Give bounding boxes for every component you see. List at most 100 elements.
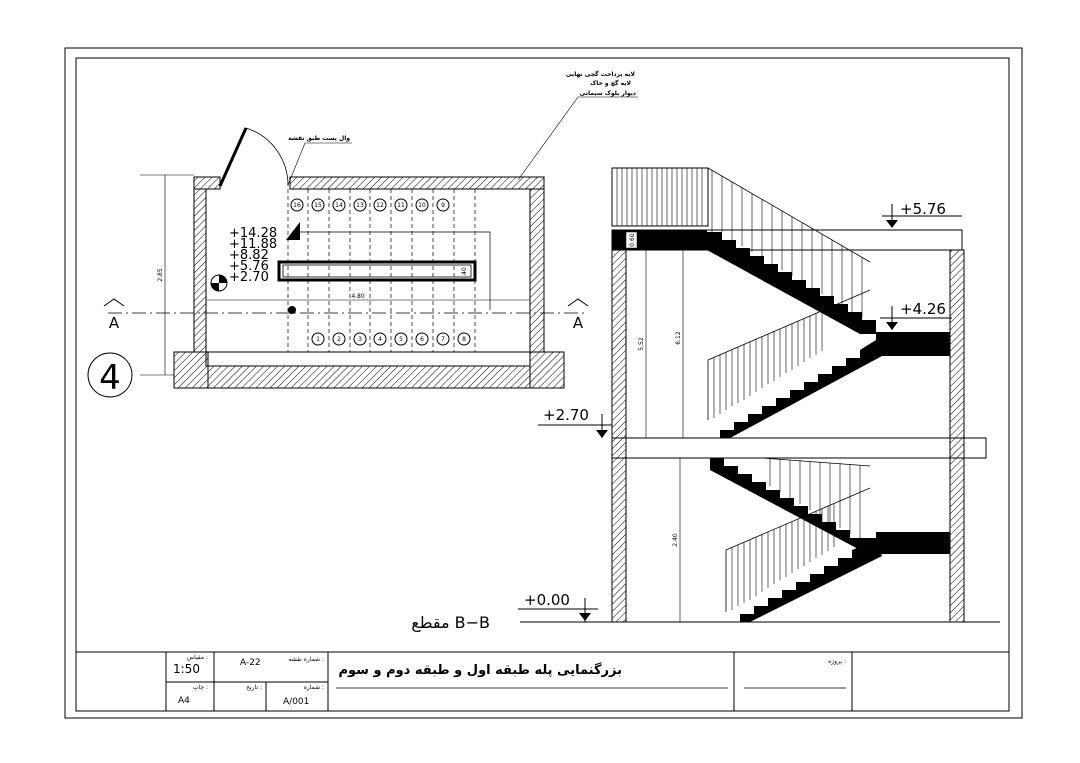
level-symbol-icon xyxy=(210,274,228,292)
inner-border xyxy=(75,57,1010,712)
section-wall-right xyxy=(949,249,965,623)
landing-beam-inner xyxy=(282,264,472,278)
landing-beam xyxy=(277,260,477,282)
top-railing-panel xyxy=(611,167,709,227)
stair-treads xyxy=(287,189,476,352)
sheet-number: A-22 xyxy=(240,658,261,668)
svg-text:+5.76: +5.76 xyxy=(900,200,946,218)
width-dimension: 4.80 xyxy=(351,293,365,300)
step-number: 3 xyxy=(358,336,362,343)
scale-value: 1:50 xyxy=(173,662,200,676)
plan-level: +2.70 xyxy=(229,270,269,285)
upper-step-numbers: 16 15 14 13 12 11 10 9 xyxy=(290,198,450,212)
plan-wall-bottom xyxy=(205,365,531,389)
upper-flight-1 xyxy=(707,232,876,334)
plan-wall-top xyxy=(289,176,545,190)
step-number: 5 xyxy=(399,336,403,343)
step-number: 1 xyxy=(316,336,320,343)
drawing-title: بزرگنمایی پله طبقه اول و طبقه دوم و سوم xyxy=(338,662,622,678)
section-mark-right: A xyxy=(573,314,584,332)
scale-label: مقیاس : xyxy=(187,654,208,661)
section-dimension: 6.12 xyxy=(675,331,682,345)
stair-plan: 16 15 14 13 12 11 10 9 1 2 3 4 xyxy=(87,127,589,398)
door-swing xyxy=(245,127,289,187)
section-dimension: 5.52 xyxy=(638,337,645,351)
landing-note: .40 xyxy=(461,267,468,277)
depth-dimension: 2.85 xyxy=(157,268,164,282)
wall-layer-note: لایه پرداخت گچی نهایی xyxy=(566,70,635,78)
step-number: 9 xyxy=(441,202,445,209)
svg-text:+0.00: +0.00 xyxy=(524,591,570,609)
section-dimension: 2.40 xyxy=(672,533,679,547)
detail-number: 4 xyxy=(99,358,121,398)
section-point xyxy=(288,306,296,314)
layers-leader xyxy=(517,96,638,181)
door-leaf xyxy=(218,127,248,187)
section-mark-left: A xyxy=(109,314,120,332)
upper-flight-balusters xyxy=(711,170,863,318)
middle-slab xyxy=(611,437,987,459)
paper-label: چاپ : xyxy=(193,684,208,691)
reference-outline xyxy=(292,231,491,310)
step-number: 14 xyxy=(335,202,343,209)
drawing-number-label: شماره : xyxy=(304,684,324,691)
wall-note: وال پست طبق نقشه xyxy=(288,135,350,142)
stair-section: 0.60 xyxy=(411,167,1000,633)
level-marker: +5.76 xyxy=(882,200,962,228)
lower-flight-2 xyxy=(726,540,882,622)
step-number: 6 xyxy=(420,336,424,343)
plan-level: +5.76 xyxy=(229,259,269,274)
project-label: پروژه : xyxy=(828,658,846,665)
step-number: 13 xyxy=(356,202,364,209)
drawing-number: A/001 xyxy=(283,697,309,707)
wall-layer-note: لایه گچ و خاک xyxy=(590,79,631,87)
plan-floor-edge xyxy=(205,351,531,367)
step-number: 8 xyxy=(462,336,466,343)
beam-tag: 0.60 xyxy=(629,233,636,247)
plan-level: +8.82 xyxy=(229,248,269,263)
upper-landing xyxy=(876,332,950,356)
paper-value: A4 xyxy=(178,696,190,706)
detail-bubble xyxy=(87,352,133,398)
svg-text:+2.70: +2.70 xyxy=(543,406,589,424)
section-title: مقطع B−B xyxy=(411,613,490,633)
section-wall-left xyxy=(611,249,627,623)
plan-column-right xyxy=(529,351,565,389)
level-marker: +4.26 xyxy=(880,300,952,330)
step-number: 16 xyxy=(293,202,301,209)
level-triangle xyxy=(286,222,300,240)
step-number: 11 xyxy=(397,202,405,209)
lower-railing-balusters xyxy=(731,503,835,610)
wall-note-leader xyxy=(287,142,352,186)
lower-step-numbers: 1 2 3 4 5 6 7 8 xyxy=(311,332,471,346)
step-number: 4 xyxy=(378,336,382,343)
wall-layer-note: دیوار بلوک سیمانی xyxy=(580,89,636,97)
plan-wall-top-left xyxy=(193,176,221,190)
title-block: مقیاس : 1:50 چاپ : A4 شماره نقشه : A-22 … xyxy=(76,651,1009,711)
plan-wall-left xyxy=(193,176,207,353)
lower-flight-1 xyxy=(710,458,876,550)
section-arrow-right-icon xyxy=(567,298,589,307)
plan-wall-right xyxy=(529,176,545,353)
top-railing-balusters xyxy=(616,168,703,226)
section-arrow-left-icon xyxy=(103,298,125,307)
level-marker: +2.70 xyxy=(538,406,612,438)
sheet-number-label: شماره نقشه : xyxy=(289,656,324,663)
plan-column-left xyxy=(173,351,209,389)
date-label: تاریخ : xyxy=(246,684,262,691)
lower-landing xyxy=(876,532,950,554)
step-number: 7 xyxy=(441,336,445,343)
plan-level: +14.28 xyxy=(229,226,277,241)
step-number: 12 xyxy=(376,202,384,209)
svg-text:+4.26: +4.26 xyxy=(900,300,946,318)
lower-flight-balusters xyxy=(769,458,861,538)
step-number: 15 xyxy=(314,202,322,209)
upper-flight-2 xyxy=(706,340,882,438)
plan-level: +11.88 xyxy=(229,237,277,252)
level-marker: +0.00 xyxy=(518,591,598,622)
upper-railing-balusters xyxy=(713,244,823,418)
outer-border xyxy=(64,47,1023,719)
step-number: 2 xyxy=(337,336,341,343)
step-number: 10 xyxy=(418,202,426,209)
